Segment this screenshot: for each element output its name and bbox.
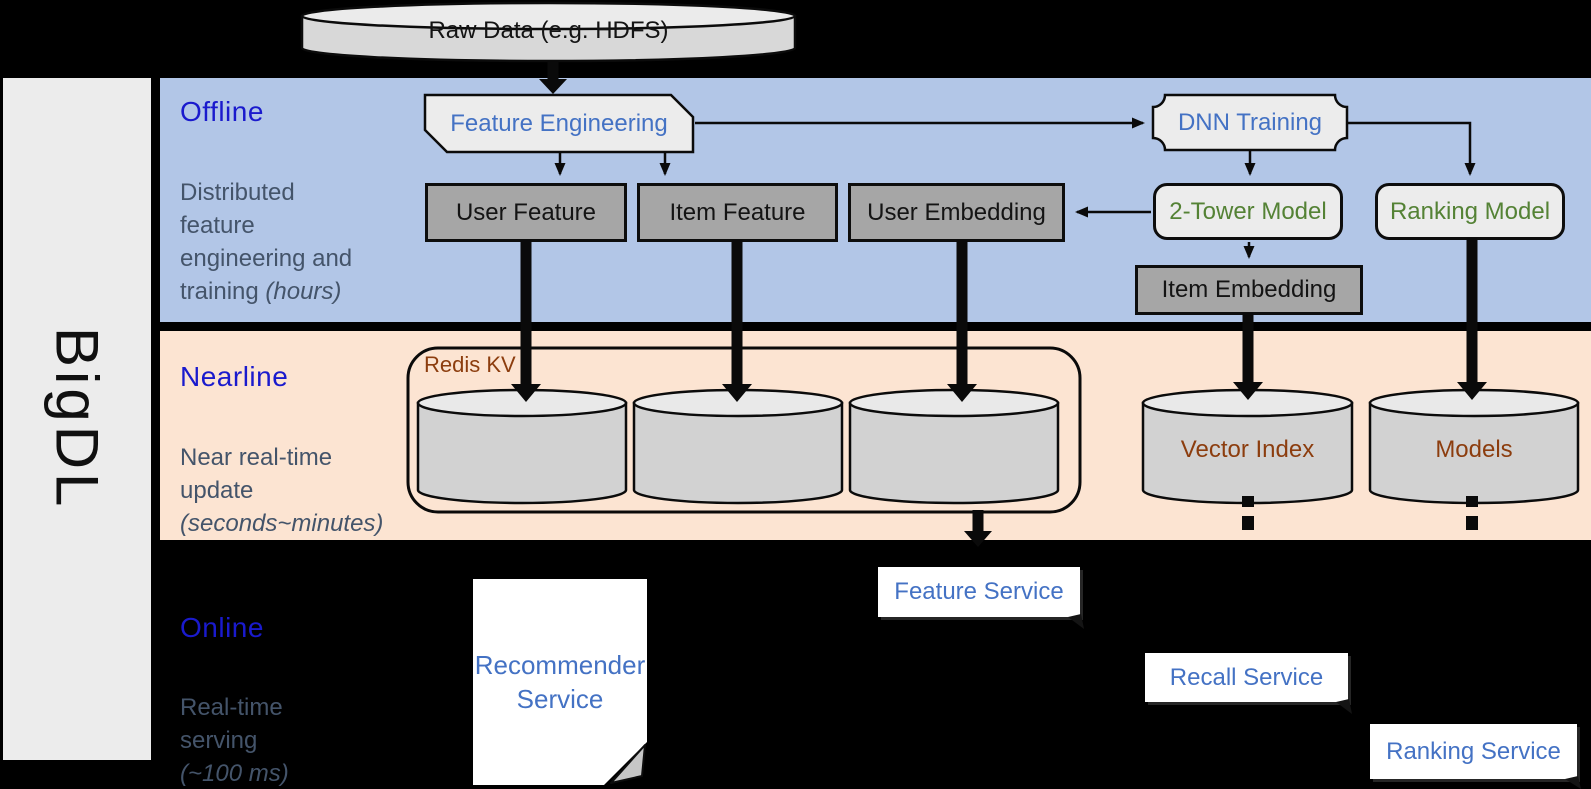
recall-service-node: Recall Service [1145, 653, 1348, 702]
recall-service-label: Recall Service [1169, 663, 1324, 691]
raw-data-label: Raw Data (e.g. HDFS) [428, 17, 669, 44]
two-tower-model-label: 2-Tower Model [1169, 197, 1327, 225]
ranking-model-node: Ranking Model [1375, 183, 1565, 240]
ranking-service-node: Ranking Service [1370, 724, 1577, 779]
bigdl-logo-text: BigDL [43, 327, 111, 511]
item-embedding-label: Item Embedding [1161, 276, 1337, 303]
online-desc-text: Real-time serving [180, 694, 283, 754]
item-feature-label: Item Feature [669, 198, 806, 226]
raw-data-cylinder-top [300, 1, 797, 31]
recommender-service-node: Recommender Service [473, 579, 647, 785]
online-band-title: Online [180, 612, 264, 643]
user-feature-node: User Feature [425, 183, 627, 242]
ranking-model-label: Ranking Model [1389, 197, 1551, 225]
raw-data-label-wrap: Raw Data (e.g. HDFS) [302, 6, 795, 56]
online-desc-italic: (~100 ms) [180, 760, 289, 787]
online-band-desc: Real-time serving (~100 ms) [180, 658, 360, 789]
user-embedding-label: User Embedding [867, 198, 1046, 226]
feature-service-label: Feature Service [894, 578, 1064, 605]
raw-data-cylinder [300, 14, 797, 63]
ranking-service-label: Ranking Service [1386, 737, 1561, 765]
feature-service-node: Feature Service [878, 567, 1080, 617]
two-tower-model-node: 2-Tower Model [1153, 183, 1343, 240]
item-feature-node: Item Feature [637, 183, 838, 242]
nearline-band [160, 331, 1591, 540]
user-embedding-node: User Embedding [848, 183, 1065, 242]
bigdl-sidebar: BigDL [3, 78, 151, 760]
item-embedding-node: Item Embedding [1135, 265, 1363, 315]
user-feature-label: User Feature [455, 198, 597, 226]
recommender-service-label: Recommender Service [474, 650, 646, 714]
